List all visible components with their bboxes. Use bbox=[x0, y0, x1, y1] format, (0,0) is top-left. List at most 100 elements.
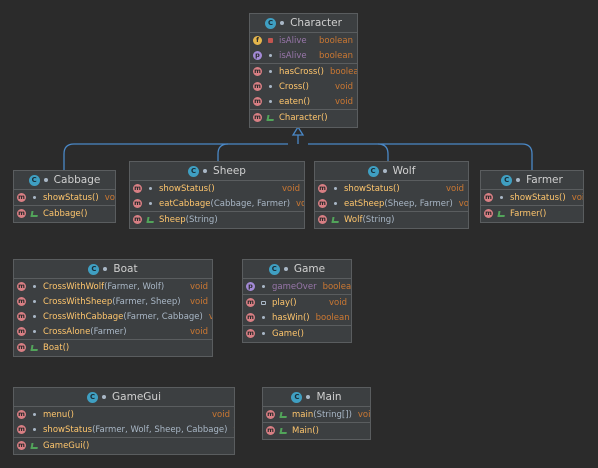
inheritance-lines bbox=[63, 131, 533, 170]
property-type: boolean bbox=[322, 281, 351, 292]
method-row[interactable]: m hasCross() boolean bbox=[250, 64, 357, 79]
class-name: Farmer bbox=[526, 174, 563, 186]
class-gamegui[interactable]: C GameGui m menu() void m showStatus (Fa… bbox=[13, 387, 235, 455]
method-row[interactable]: m CrossWithSheep (Farmer, Sheep) void bbox=[14, 294, 212, 309]
method-m-icon: m bbox=[133, 215, 142, 224]
constructor-row[interactable]: m Boat() bbox=[14, 340, 212, 355]
method-row[interactable]: m hasWin() boolean bbox=[243, 310, 351, 325]
method-row[interactable]: m play() void bbox=[243, 295, 351, 310]
class-c-icon: C bbox=[501, 174, 513, 186]
method-name: hasWin() bbox=[272, 312, 310, 323]
class-boat[interactable]: C Boat m CrossWithWolf (Farmer, Wolf) vo… bbox=[13, 259, 213, 357]
field-row[interactable]: f isAlive boolean bbox=[250, 33, 357, 48]
public-dot-icon bbox=[330, 202, 340, 205]
method-row[interactable]: m showStatus() void bbox=[481, 190, 583, 205]
constructors-section: m Farmer() bbox=[481, 206, 583, 221]
method-row[interactable]: m CrossWithWolf (Farmer, Wolf) void bbox=[14, 279, 212, 294]
method-row[interactable]: m Cross() void bbox=[250, 79, 357, 94]
class-name: Boat bbox=[113, 263, 138, 275]
method-m-icon: m bbox=[17, 410, 26, 419]
method-type: void bbox=[329, 297, 347, 308]
property-row[interactable]: p isAlive boolean bbox=[250, 48, 357, 63]
constructor-row[interactable]: m Game() bbox=[243, 326, 351, 341]
method-type: void bbox=[571, 192, 583, 203]
constructors-section: m Wolf (String) bbox=[315, 212, 468, 227]
edge-sheep-character bbox=[217, 143, 229, 161]
constructor-row[interactable]: m Cabbage() bbox=[14, 206, 115, 221]
constructor-icon bbox=[29, 344, 39, 351]
method-name: Cross() bbox=[279, 81, 309, 92]
constructor-icon bbox=[496, 210, 506, 217]
constructor-icon bbox=[265, 114, 275, 121]
constructor-icon bbox=[145, 216, 155, 223]
lock-icon bbox=[265, 38, 275, 43]
method-row[interactable]: m menu() void bbox=[14, 407, 234, 422]
method-name: showStatus() bbox=[159, 183, 215, 194]
method-row[interactable]: m eatCabbage (Cabbage, Farmer) void bbox=[130, 196, 304, 211]
class-character[interactable]: C Character f isAlive boolean p isAlive … bbox=[249, 13, 358, 128]
method-row[interactable]: m eatSheep (Sheep, Farmer) void bbox=[315, 196, 468, 211]
method-row[interactable]: m main (String[]) void bbox=[263, 407, 370, 422]
class-c-icon: C bbox=[265, 17, 277, 29]
method-row[interactable]: m showStatus (Farmer, Wolf, Sheep, Cabba… bbox=[14, 422, 234, 437]
method-row[interactable]: m CrossWithCabbage (Farmer, Cabbage) voi… bbox=[14, 309, 212, 324]
method-row[interactable]: m showStatus() void bbox=[14, 190, 115, 205]
constructors-section: m Boat() bbox=[14, 340, 212, 355]
method-name: CrossWithCabbage bbox=[43, 311, 124, 322]
method-params: (Cabbage, Farmer) bbox=[210, 198, 291, 209]
fields-section: f isAlive boolean p isAlive boolean bbox=[250, 33, 357, 64]
constructor-row[interactable]: m Farmer() bbox=[481, 206, 583, 221]
constructor-params: (String) bbox=[362, 214, 395, 225]
public-dot-icon bbox=[283, 267, 288, 271]
method-m-icon: m bbox=[253, 67, 262, 76]
constructor-name: Wolf bbox=[344, 214, 363, 225]
class-wolf[interactable]: C Wolf m showStatus() void m eatSheep (S… bbox=[314, 161, 469, 229]
method-row[interactable]: m CrossAlone (Farmer) void bbox=[14, 324, 212, 339]
method-row[interactable]: m showStatus() void bbox=[315, 181, 468, 196]
class-header: C Main bbox=[263, 388, 370, 407]
method-params: (Farmer, Cabbage) bbox=[123, 311, 203, 322]
method-params: (Farmer, Wolf) bbox=[104, 281, 165, 292]
public-dot-icon bbox=[103, 267, 108, 271]
public-dot-icon bbox=[145, 187, 155, 190]
class-game[interactable]: C Game p gameOver boolean m play() void … bbox=[242, 259, 352, 343]
field-f-icon: f bbox=[253, 36, 262, 45]
method-name: CrossWithSheep bbox=[43, 296, 113, 307]
constructor-row[interactable]: m Character() bbox=[250, 110, 357, 125]
constructor-name: Cabbage() bbox=[43, 208, 88, 219]
method-name: showStatus() bbox=[344, 183, 400, 194]
method-params: (Farmer, Sheep) bbox=[112, 296, 181, 307]
method-m-icon: m bbox=[17, 425, 26, 434]
public-dot-icon bbox=[29, 330, 39, 333]
public-dot-icon bbox=[258, 285, 268, 288]
method-row[interactable]: m showStatus() void bbox=[130, 181, 304, 196]
method-m-icon: m bbox=[318, 215, 327, 224]
public-dot-icon bbox=[280, 21, 285, 25]
constructor-row[interactable]: m GameGui() bbox=[14, 438, 234, 453]
method-row[interactable]: m eaten() void bbox=[250, 94, 357, 109]
constructor-icon bbox=[330, 216, 340, 223]
constructor-icon bbox=[29, 210, 39, 217]
edge-farmer-character bbox=[308, 143, 533, 170]
constructor-row[interactable]: m Sheep (String) bbox=[130, 212, 304, 227]
class-c-icon: C bbox=[367, 165, 379, 177]
public-dot-icon bbox=[29, 196, 39, 199]
class-main[interactable]: C Main m main (String[]) void m Main() bbox=[262, 387, 371, 440]
property-type: boolean bbox=[319, 50, 353, 61]
method-type: void bbox=[208, 311, 212, 322]
property-row[interactable]: p gameOver boolean bbox=[243, 279, 351, 294]
constructor-row[interactable]: m Main() bbox=[263, 423, 370, 438]
method-type: void bbox=[357, 409, 370, 420]
class-farmer[interactable]: C Farmer m showStatus() void m Farmer() bbox=[480, 170, 584, 223]
constructor-name: Farmer() bbox=[510, 208, 547, 219]
class-sheep[interactable]: C Sheep m showStatus() void m eatCabbage… bbox=[129, 161, 305, 229]
property-name: isAlive bbox=[279, 50, 307, 61]
property-name: gameOver bbox=[272, 281, 317, 292]
method-params: (String[]) bbox=[313, 409, 352, 420]
constructor-row[interactable]: m Wolf (String) bbox=[315, 212, 468, 227]
class-header: C Sheep bbox=[130, 162, 304, 181]
generalization-arrowhead bbox=[291, 125, 305, 136]
edge-cabbage-character bbox=[63, 143, 288, 170]
method-m-icon: m bbox=[318, 184, 327, 193]
class-cabbage[interactable]: C Cabbage m showStatus() void m Cabbage(… bbox=[13, 170, 116, 223]
